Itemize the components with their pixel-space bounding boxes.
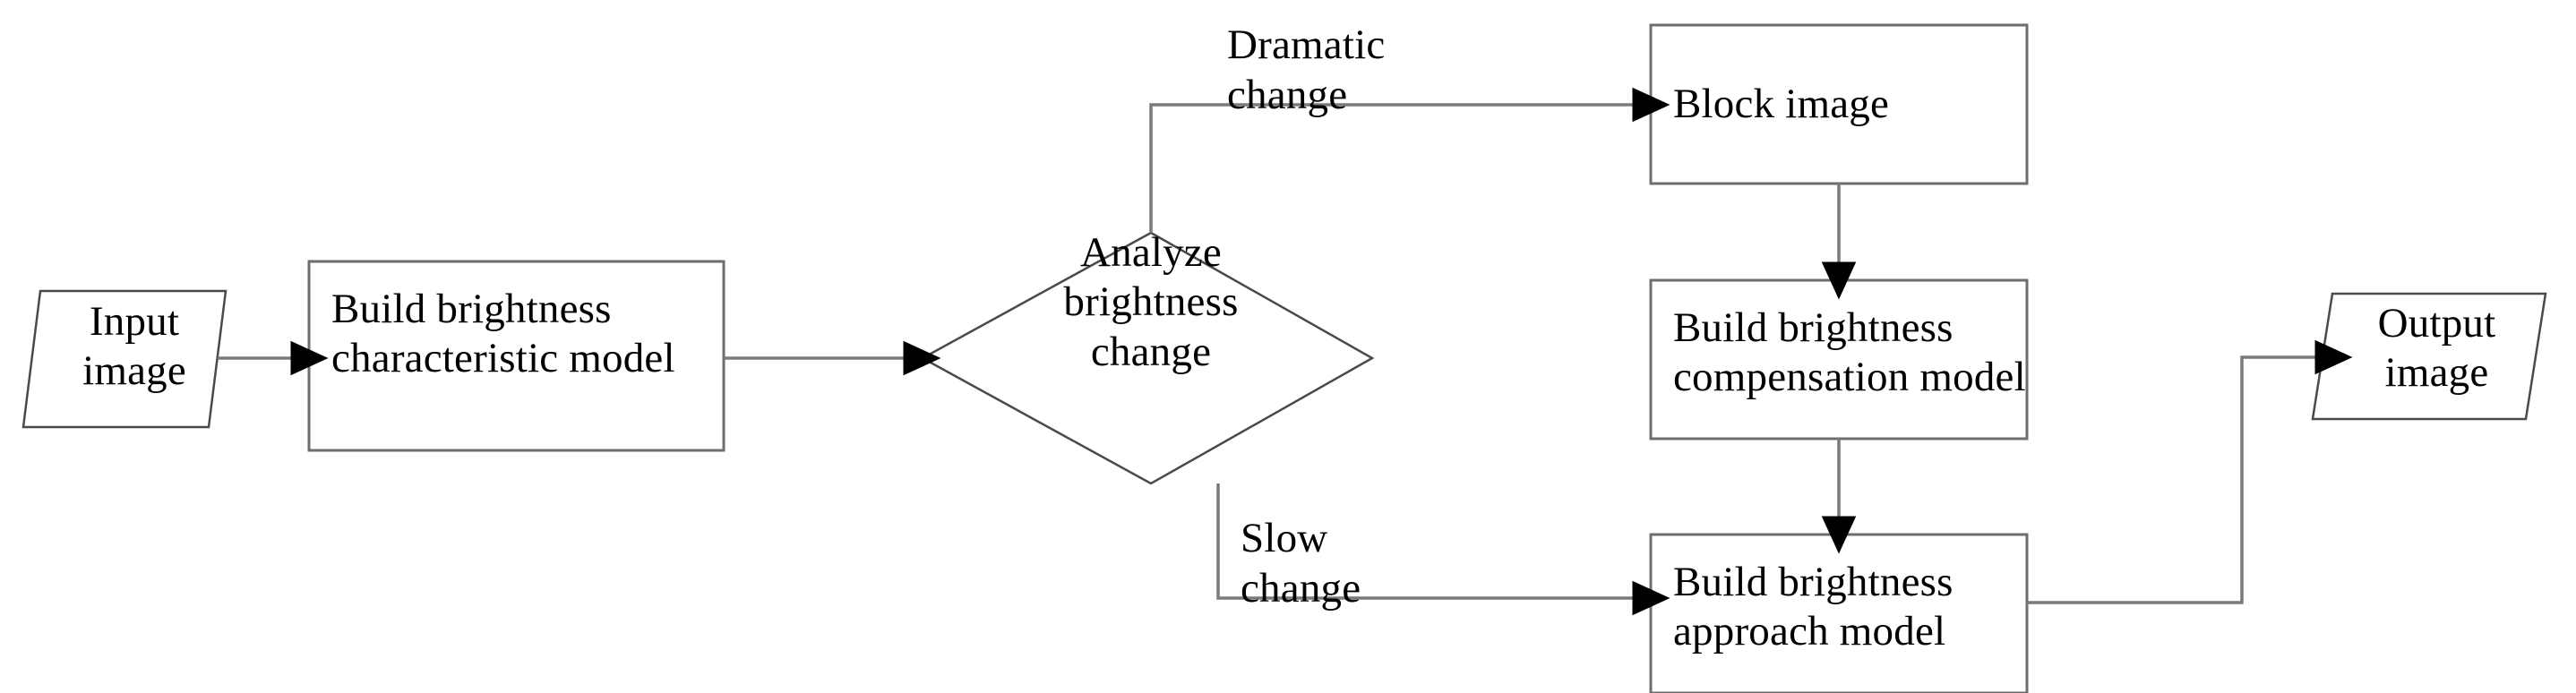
edge-dramatic-change-to-block-image <box>1149 87 1670 233</box>
node-analyze-brightness-change[interactable] <box>920 231 1375 485</box>
edge-slow-change-to-approach-model <box>1216 483 1670 616</box>
label-input-image: Input image <box>82 298 186 395</box>
label-block-image: Block image <box>1673 81 1890 127</box>
node-block-image[interactable] <box>1649 23 2029 185</box>
label-output-image: Output image <box>2377 300 2496 397</box>
label-analyze-brightness-change: Analyze brightness change <box>1063 229 1239 375</box>
label-build-brightness-compensation-model: Build brightness compensation model <box>1673 304 2026 401</box>
edge-label-slow-change: Slow change <box>1241 515 1361 612</box>
edge-approach-model-to-output-image <box>2027 339 2353 604</box>
label-build-brightness-approach-model: Build brightness approach model <box>1673 559 1953 655</box>
label-build-brightness-characteristic-model: Build brightness characteristic model <box>331 286 675 382</box>
node-input-image[interactable] <box>21 289 228 429</box>
edge-label-dramatic-change: Dramatic change <box>1227 21 1386 119</box>
node-build-brightness-characteristic-model[interactable] <box>307 260 726 452</box>
node-output-image[interactable] <box>2311 292 2547 421</box>
